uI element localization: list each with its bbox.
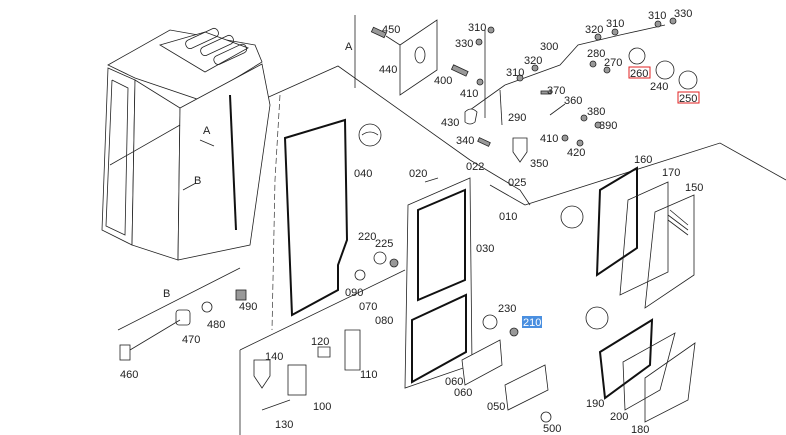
door-seal (283, 118, 382, 317)
part-label-040[interactable]: 040 (354, 168, 372, 180)
part-label-300[interactable]: 300 (540, 41, 558, 53)
part-label-330[interactable]: 330 (674, 8, 692, 20)
part-label-025[interactable]: 025 (508, 177, 526, 189)
door-frame (354, 177, 552, 423)
red-highlight-box (628, 66, 651, 79)
part-label-410[interactable]: 410 (460, 88, 478, 100)
part-label-080[interactable]: 080 (375, 315, 393, 327)
part-label-160[interactable]: 160 (634, 154, 652, 166)
part-label-320[interactable]: 320 (524, 55, 542, 67)
part-label-470[interactable]: 470 (182, 334, 200, 346)
part-label-410[interactable]: 410 (540, 133, 558, 145)
part-label-310[interactable]: 310 (648, 10, 666, 22)
part-label-310[interactable]: 310 (606, 18, 624, 30)
section-borders (117, 15, 786, 435)
part-label-220[interactable]: 220 (358, 231, 376, 243)
part-label-270[interactable]: 270 (604, 57, 622, 69)
selection-highlight (522, 316, 542, 328)
part-label-320[interactable]: 320 (585, 24, 603, 36)
part-label-050[interactable]: 050 (487, 401, 505, 413)
section-label-b: B (163, 288, 170, 300)
part-label-260[interactable]: 260 (630, 68, 648, 80)
part-label-310[interactable]: 310 (468, 22, 486, 34)
part-label-290[interactable]: 290 (508, 112, 526, 124)
part-label-500[interactable]: 500 (543, 423, 561, 435)
part-label-190[interactable]: 190 (586, 398, 604, 410)
part-label-060[interactable]: 060 (445, 376, 463, 388)
part-label-420[interactable]: 420 (567, 147, 585, 159)
view-marker-a: A (203, 125, 211, 137)
part-label-150[interactable]: 150 (685, 182, 703, 194)
part-label-440[interactable]: 440 (379, 64, 397, 76)
lock-assembly (119, 289, 361, 411)
part-label-390[interactable]: 390 (599, 120, 617, 132)
bracket-plate (370, 19, 438, 96)
cab-assembly (101, 27, 271, 261)
part-label-380[interactable]: 380 (587, 106, 605, 118)
part-labels: 450 A 440 310 330 300 320 310 400 410 43… (120, 8, 703, 435)
view-marker-b: B (194, 175, 201, 187)
part-label-170[interactable]: 170 (662, 167, 680, 179)
part-label-330[interactable]: 330 (455, 38, 473, 50)
part-label-340[interactable]: 340 (456, 135, 474, 147)
part-label-430[interactable]: 430 (441, 117, 459, 129)
part-label-010[interactable]: 010 (499, 211, 517, 223)
part-label-370[interactable]: 370 (547, 85, 565, 97)
part-label-280[interactable]: 280 (587, 48, 605, 60)
part-label-360[interactable]: 360 (564, 95, 582, 107)
part-label-090[interactable]: 090 (345, 287, 363, 299)
part-label-350[interactable]: 350 (530, 158, 548, 170)
part-label-060[interactable]: 060 (454, 387, 472, 399)
part-label-460[interactable]: 460 (120, 369, 138, 381)
red-highlight-box (677, 91, 700, 104)
part-label-250[interactable]: 250 (679, 93, 697, 105)
part-label-110[interactable]: 110 (360, 369, 378, 381)
part-label-480[interactable]: 480 (207, 319, 225, 331)
part-label-130[interactable]: 130 (275, 419, 293, 431)
glass-panels (560, 166, 696, 423)
latch-linkage (450, 17, 698, 163)
part-label-230[interactable]: 230 (498, 303, 516, 315)
part-label-120[interactable]: 120 (311, 336, 329, 348)
part-label-140[interactable]: 140 (265, 351, 283, 363)
part-label-200[interactable]: 200 (610, 411, 628, 423)
part-label-225[interactable]: 225 (375, 238, 393, 250)
part-label-450[interactable]: 450 (382, 24, 400, 36)
vent-slats (667, 209, 689, 236)
part-label-180[interactable]: 180 (631, 424, 649, 435)
part-label-240[interactable]: 240 (650, 81, 668, 93)
part-label-022[interactable]: 022 (466, 161, 484, 173)
part-label-310[interactable]: 310 (506, 67, 524, 79)
part-label-030[interactable]: 030 (476, 243, 494, 255)
part-label-490[interactable]: 490 (239, 301, 257, 313)
part-label-400[interactable]: 400 (434, 75, 452, 87)
part-label-020[interactable]: 020 (409, 168, 427, 180)
section-label-a: A (345, 41, 353, 53)
part-label-100[interactable]: 100 (313, 401, 331, 413)
part-label-210-selected[interactable]: 210 (523, 317, 541, 329)
part-label-070[interactable]: 070 (359, 301, 377, 313)
